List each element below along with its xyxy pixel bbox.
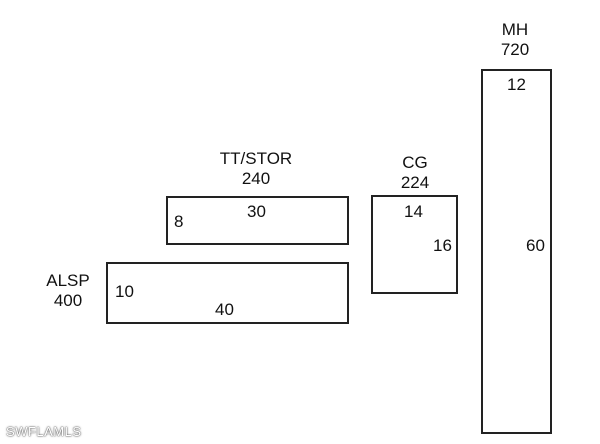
mh-room-area: 720	[500, 40, 530, 59]
alsp-room-outline	[106, 262, 349, 324]
ttstor-room-width-dim: 30	[247, 202, 266, 221]
cg-room-length-dim: 16	[433, 236, 452, 255]
mh-room-length-dim: 60	[526, 236, 545, 255]
ttstor-room-length-dim: 8	[174, 212, 184, 231]
mh-room-name: MH	[501, 20, 529, 39]
ttstor-room-label: TT/STOR 240	[206, 149, 306, 189]
alsp-room-width-dim: 40	[215, 300, 234, 319]
ttstor-room-outline	[166, 196, 349, 245]
cg-room-width-dim: 14	[404, 202, 423, 221]
cg-room-outline	[371, 195, 458, 294]
alsp-room-length-dim: 10	[115, 282, 134, 301]
cg-room-area: 224	[400, 173, 430, 192]
alsp-room-label: ALSP 400	[38, 271, 98, 311]
mh-room-outline	[481, 69, 552, 434]
cg-room-label: CG 224	[390, 153, 440, 193]
cg-room-name: CG	[402, 153, 428, 172]
mh-room-width-dim: 12	[507, 75, 526, 94]
alsp-room-name: ALSP	[46, 271, 90, 290]
ttstor-room-area: 240	[241, 169, 271, 188]
mh-room-label: MH 720	[490, 20, 540, 60]
ttstor-room-name: TT/STOR	[219, 149, 293, 168]
listing-watermark: SWFLAMLS	[6, 424, 82, 439]
alsp-room-area: 400	[53, 291, 83, 310]
